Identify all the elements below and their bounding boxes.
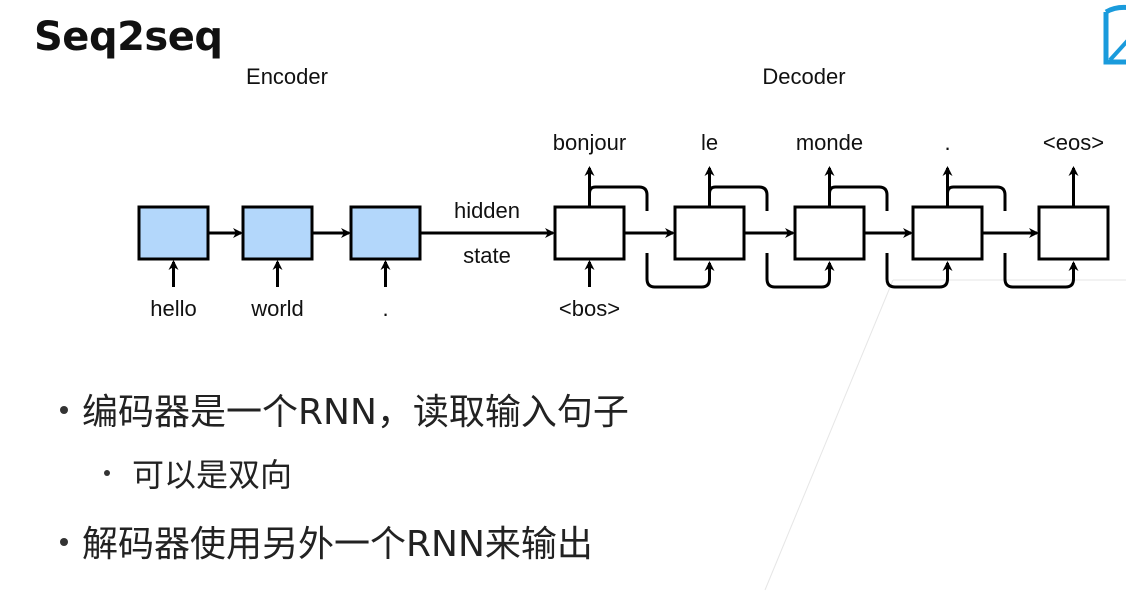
slide-title: Seq2seq [34,14,223,60]
encoder-input-token: . [382,296,388,321]
decoder-label: Decoder [762,64,845,89]
decoder-output-token: bonjour [553,130,626,155]
hidden-state-label-line2: state [463,243,511,268]
encoder-label: Encoder [246,64,328,89]
encoder-cell [137,205,210,261]
bullet-text: 解码器使用另外一个RNN来输出 [82,524,593,565]
feedback-loop-top [946,185,1007,211]
decoder-cell [793,205,866,261]
bullet-dot [60,406,68,414]
bullet-dot [60,538,68,546]
bullet-dot [104,470,110,476]
bullet-subitem: 可以是双向 [104,450,292,496]
decorative-line [764,279,894,591]
feedback-loop-top [828,185,889,211]
feedback-loop-bottom [645,253,715,289]
decoder-output-token: le [701,130,718,155]
hidden-state-label-line1: hidden [454,198,520,223]
decoder-output-token: . [944,130,950,155]
feedback-loop-top [588,185,649,211]
feedback-loop-bottom [885,253,953,289]
encoder-cell [349,205,422,261]
bullet-item: 编码器是一个RNN，读取输入句子 [60,383,629,435]
bullet-text: 可以是双向 [132,456,293,494]
feedback-loop-bottom [1003,253,1079,289]
bullet-item: 解码器使用另外一个RNN来输出 [60,515,593,567]
feedback-loop-top [708,185,769,211]
encoder-input-token: hello [150,296,196,321]
feedback-loop-bottom [765,253,835,289]
book-icon [1103,4,1126,65]
encoder-cell [241,205,314,261]
decoder-cell [673,205,746,261]
decoder-cell [911,205,984,261]
decoder-output-token: <eos> [1043,130,1104,155]
bullet-text: 编码器是一个RNN，读取输入句子 [82,392,629,433]
decoder-cell [553,205,626,261]
decoder-start-token: <bos> [559,296,620,321]
decoder-output-token: monde [796,130,863,155]
encoder-input-token: world [250,296,304,321]
decoder-cell [1037,205,1110,261]
